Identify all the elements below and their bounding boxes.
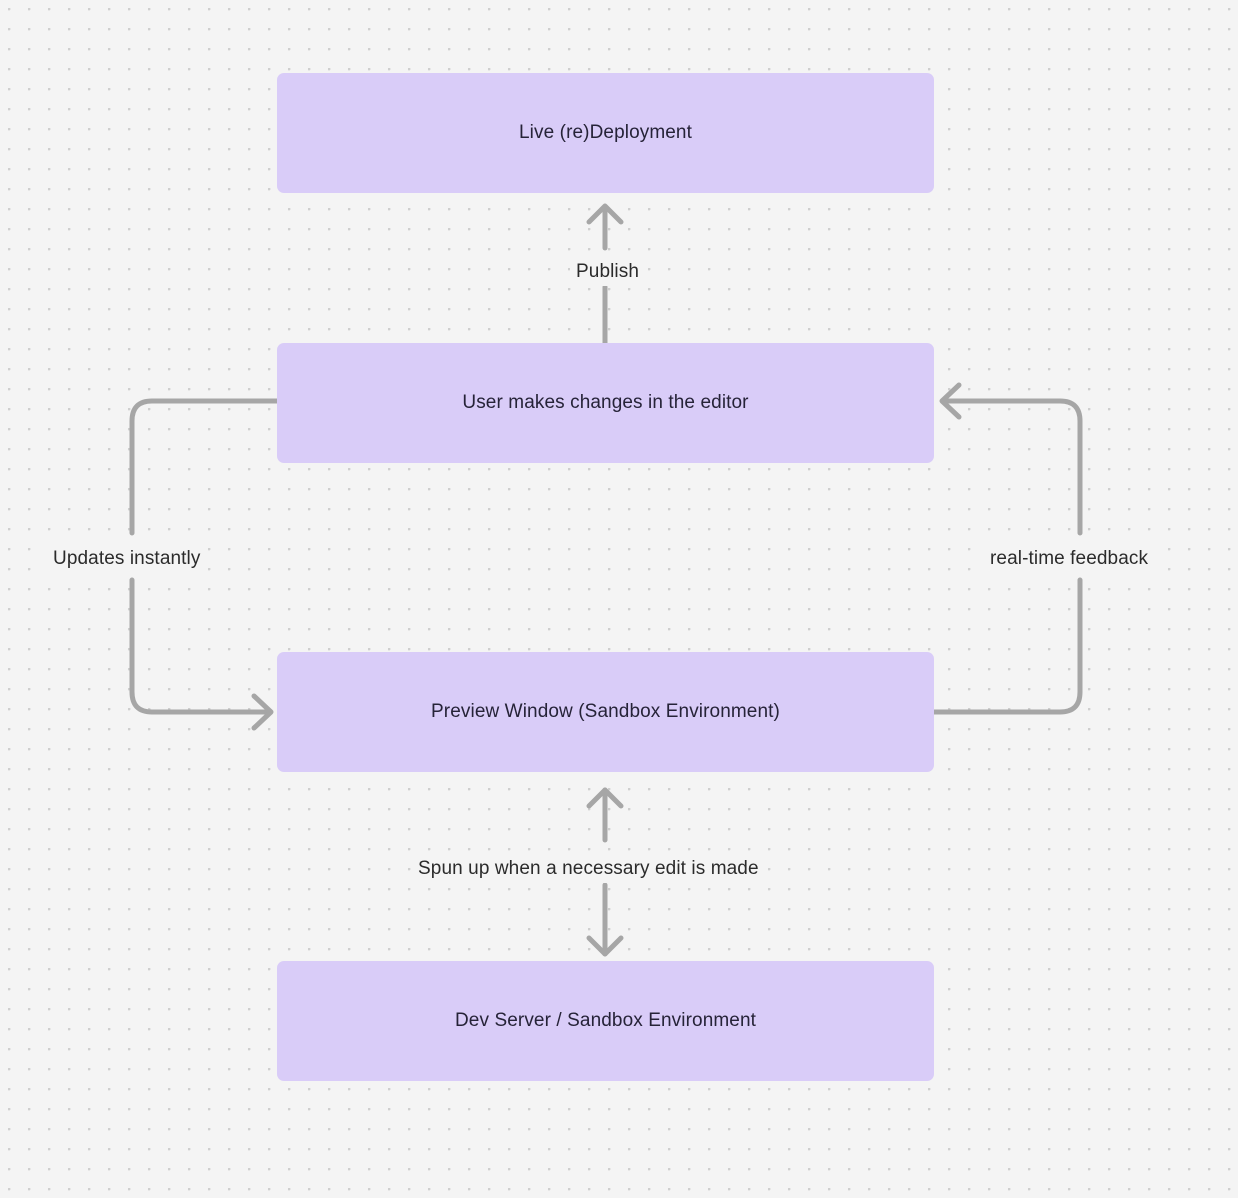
node-dev-server[interactable]: Dev Server / Sandbox Environment — [277, 961, 934, 1081]
edge-label-publish: Publish — [570, 258, 646, 286]
node-preview-window-label: Preview Window (Sandbox Environment) — [431, 700, 780, 722]
node-user-makes-changes[interactable]: User makes changes in the editor — [277, 343, 934, 463]
node-preview-window[interactable]: Preview Window (Sandbox Environment) — [277, 652, 934, 772]
edge-label-real-time-feedback: real-time feedback — [984, 545, 1155, 573]
node-dev-server-label: Dev Server / Sandbox Environment — [454, 1009, 756, 1031]
node-live-redeployment[interactable]: Live (re)Deployment — [277, 73, 934, 193]
edge-label-updates-instantly: Updates instantly — [47, 545, 207, 573]
edge-label-spun-up: Spun up when a necessary edit is made — [412, 855, 765, 883]
node-live-redeployment-label: Live (re)Deployment — [519, 121, 692, 143]
node-user-makes-changes-label: User makes changes in the editor — [462, 391, 749, 413]
